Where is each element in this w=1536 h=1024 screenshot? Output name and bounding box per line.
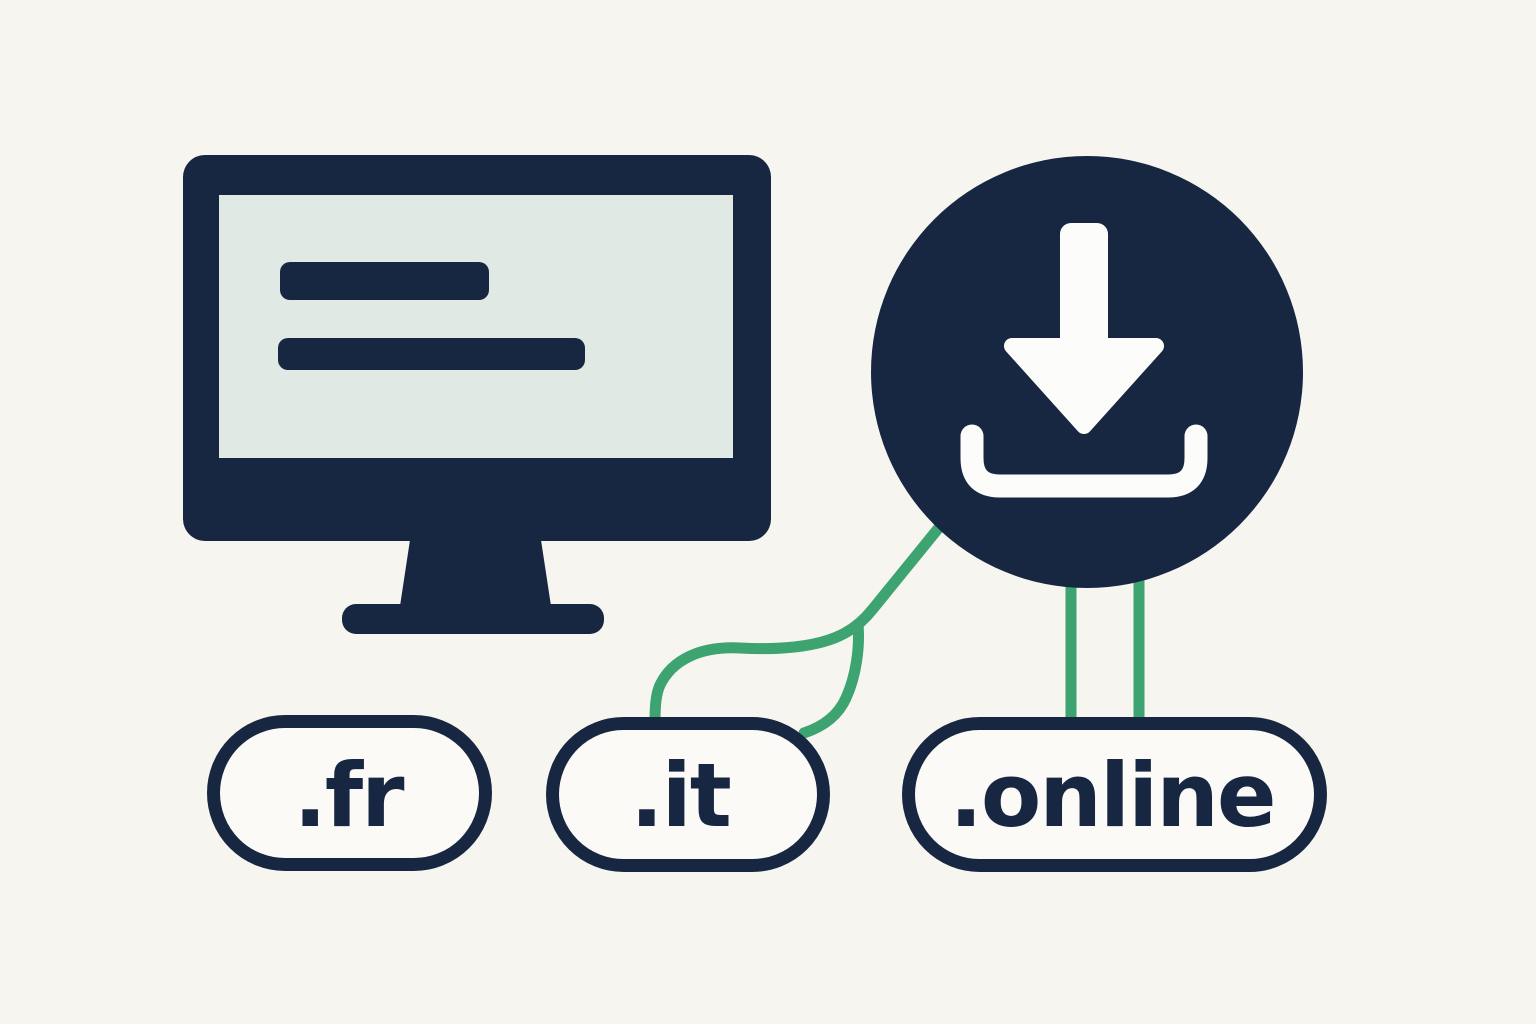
arrow-shaft	[1060, 223, 1108, 351]
badge-online: .online	[902, 717, 1327, 872]
badge-fr-label: .fr	[293, 744, 405, 847]
badge-fr-pill	[207, 715, 492, 871]
badge-online-pill	[902, 717, 1327, 872]
badge-online-label: .online	[949, 744, 1274, 847]
arrow-head	[1004, 338, 1164, 434]
screen-text-line-2	[278, 338, 585, 370]
monitor-stand	[400, 540, 551, 606]
badge-it-pill	[546, 717, 830, 872]
screen-text-line-1	[280, 262, 489, 300]
badge-it-label: .it	[630, 744, 731, 847]
monitor-base	[342, 604, 604, 634]
download-tray	[960, 424, 1208, 498]
badge-it: .it	[546, 717, 830, 872]
monitor-screen	[219, 195, 733, 458]
download-icon	[871, 156, 1303, 588]
download-arrow-icon	[960, 223, 1208, 498]
badge-fr: .fr	[207, 715, 492, 871]
connector-circle-to-it-right	[798, 618, 864, 739]
monitor-icon	[183, 155, 771, 634]
